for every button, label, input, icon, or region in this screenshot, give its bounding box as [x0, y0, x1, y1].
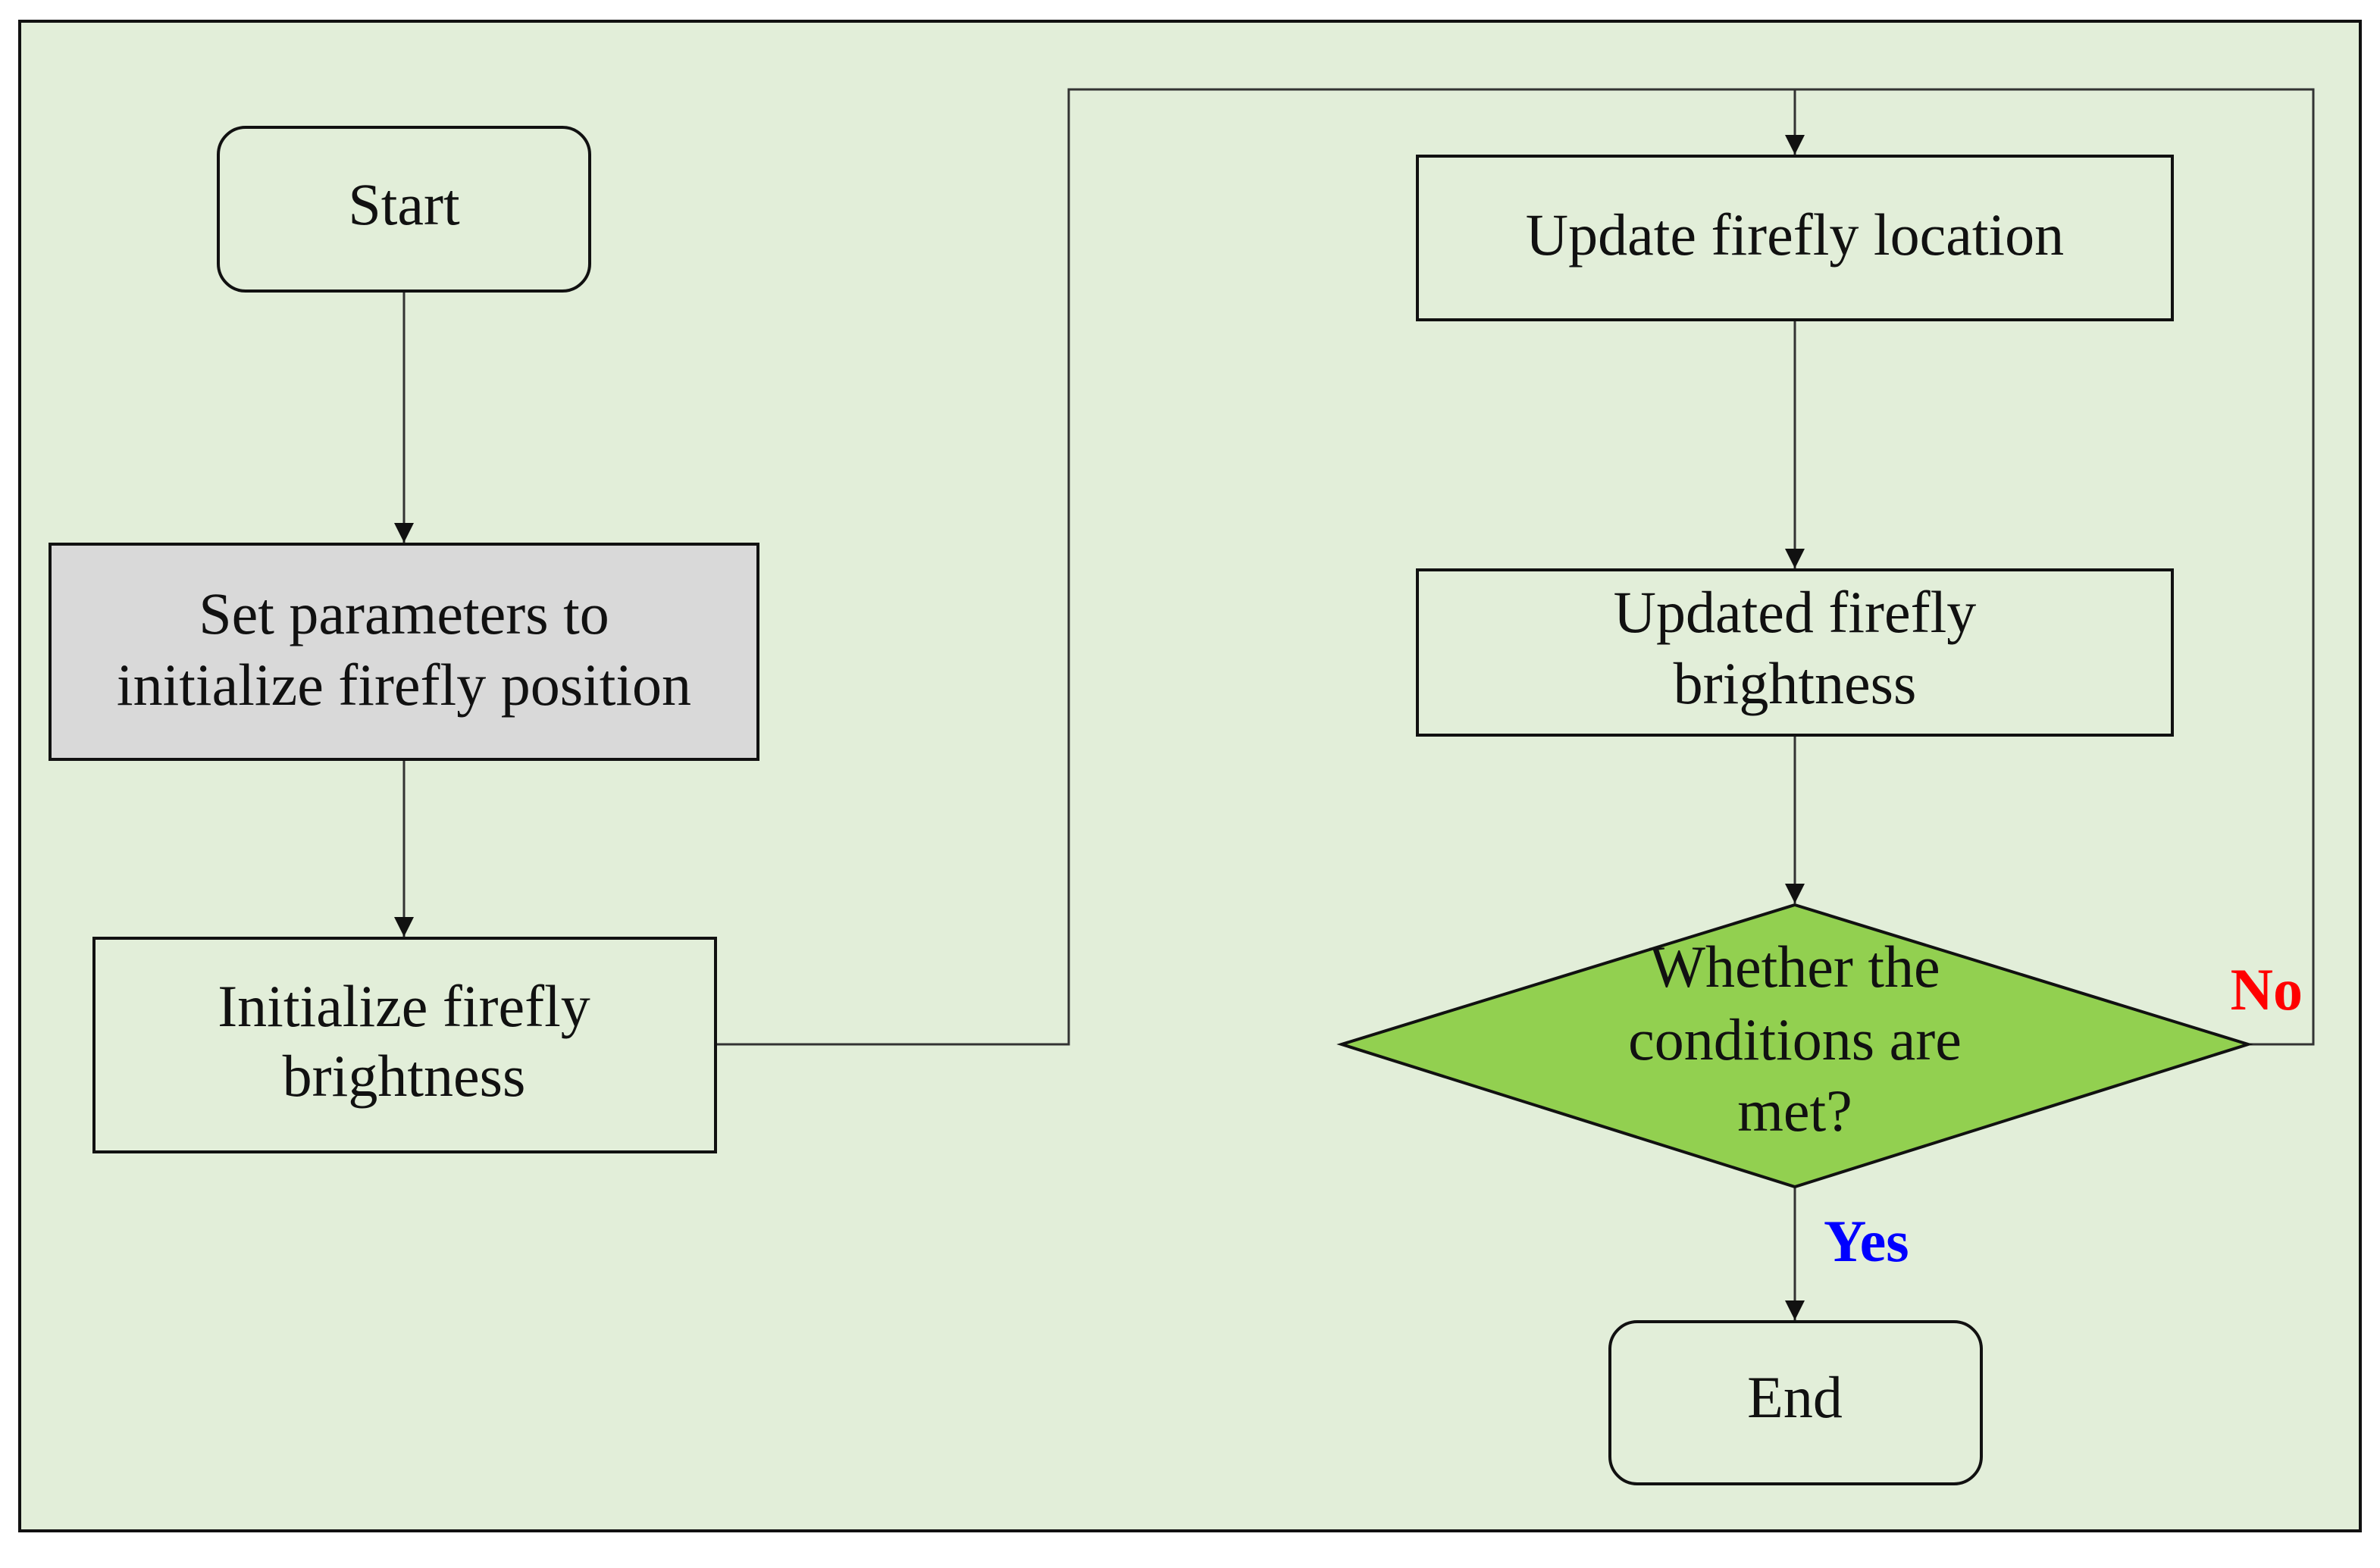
init-brightness-label-line2: brightness: [283, 1043, 526, 1109]
update-location-label: Update firefly location: [1526, 202, 2064, 268]
decision-label-line3: met?: [1737, 1078, 1852, 1144]
no-label: No: [2231, 956, 2303, 1022]
end-node: [1608, 1320, 1983, 1485]
yes-label: Yes: [1824, 1208, 1909, 1274]
updated-brightness-node: [1416, 568, 2174, 737]
set-parameters-label-line1: Set parameters to: [199, 581, 609, 646]
set-parameters-label-line2: initialize firefly position: [117, 652, 691, 718]
updated-brightness-label-line1: Updated firefly: [1614, 579, 1977, 645]
init-brightness-label-line1: Initialize firefly: [218, 973, 590, 1039]
edge-init-brightness-to-update-location: [716, 88, 1805, 1046]
start-node: [217, 126, 591, 293]
end-node-label: End: [1747, 1364, 1843, 1430]
set-parameters-node: [49, 543, 759, 761]
init-brightness-node: [92, 937, 717, 1153]
decision-label-line1: Whether the: [1649, 934, 1940, 1000]
decision-label-line2: conditions are: [1628, 1006, 1962, 1072]
decision-node: [1336, 903, 2253, 1189]
updated-brightness-label-line2: brightness: [1674, 650, 1917, 716]
update-location-node: [1416, 155, 2174, 321]
start-node-label: Start: [348, 171, 460, 237]
edge-decision-to-update-location-no: [1795, 88, 2315, 1046]
